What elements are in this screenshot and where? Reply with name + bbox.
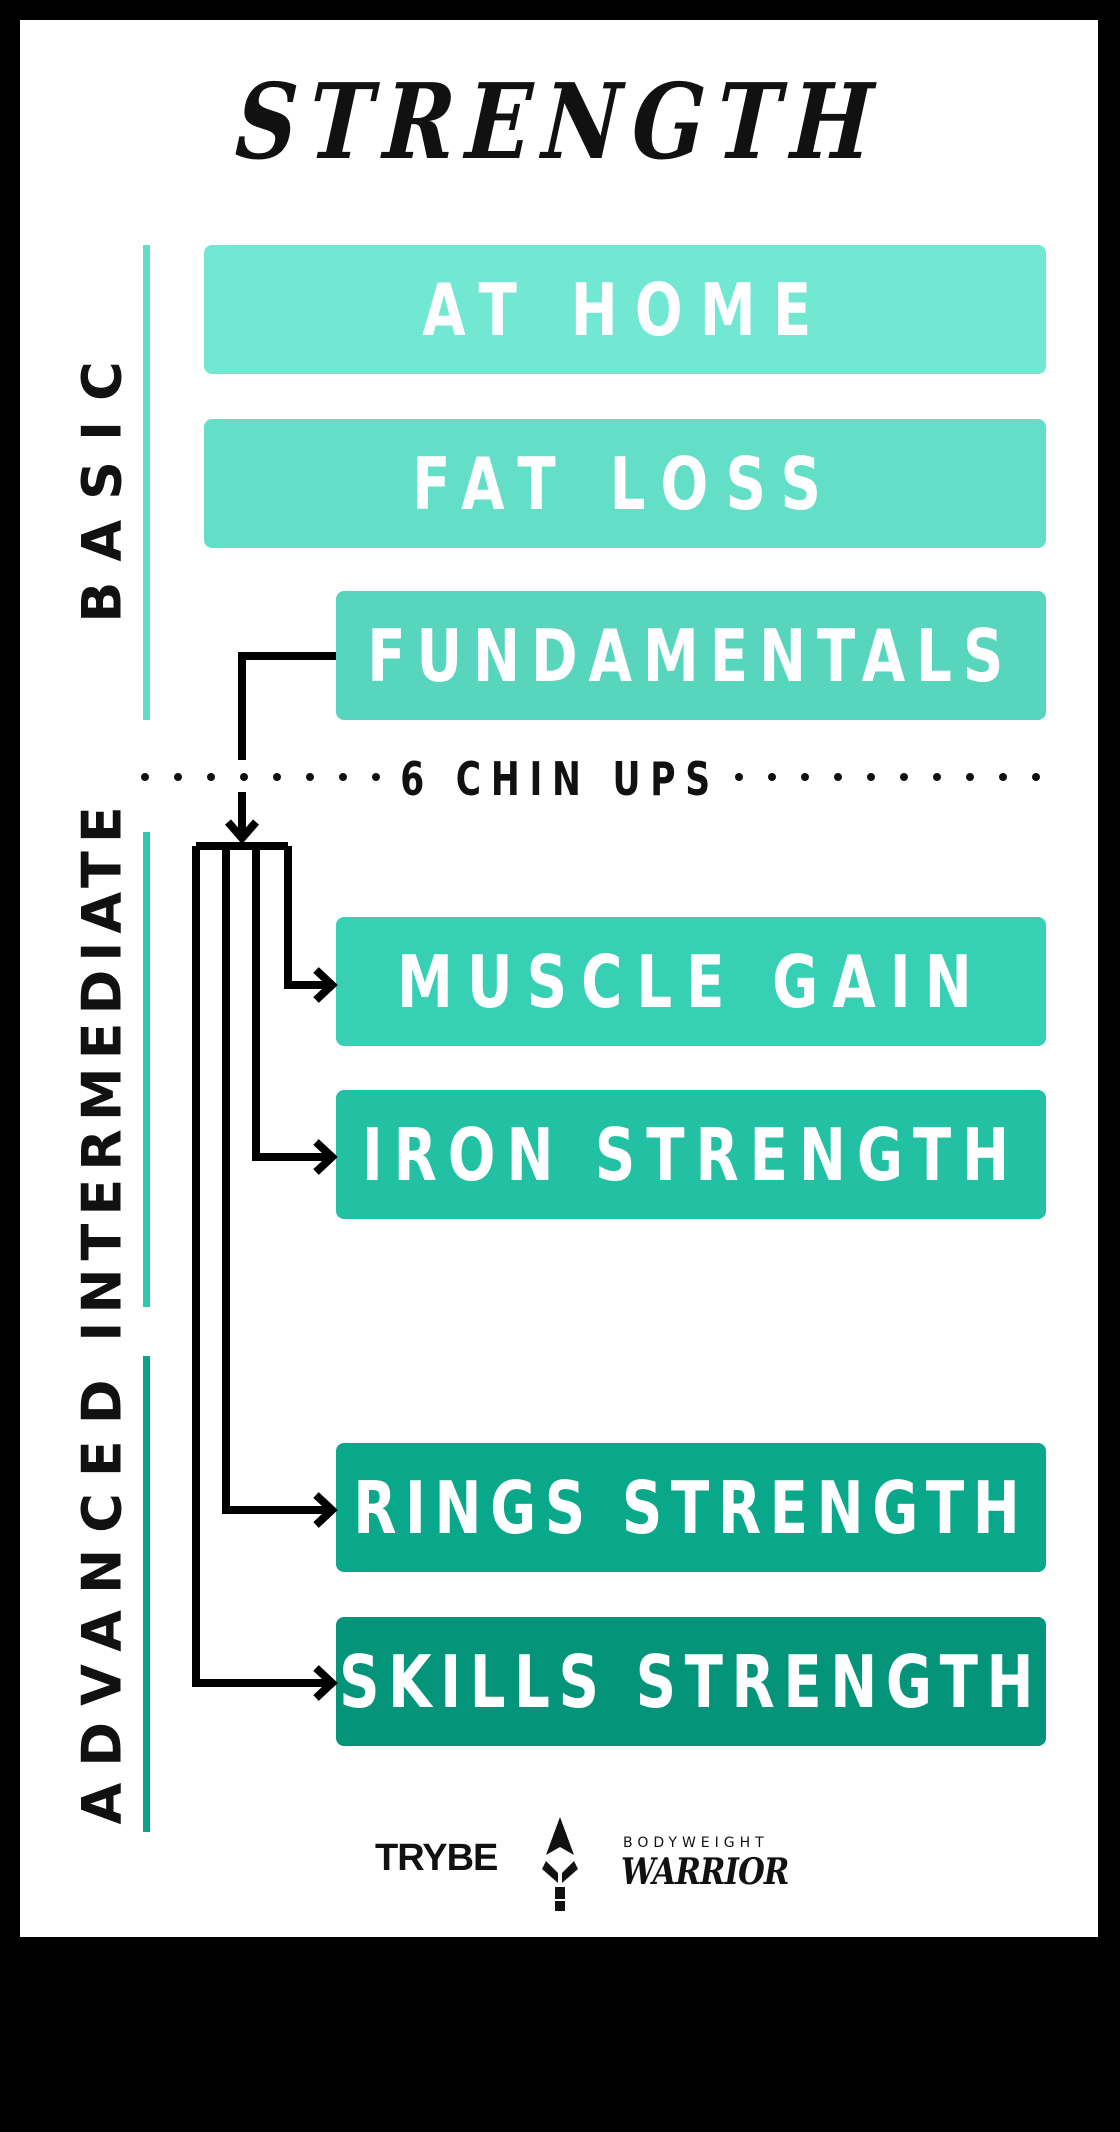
program-label: FAT LOSS xyxy=(411,441,839,526)
program-label: RINGS STRENGTH xyxy=(353,1465,1029,1550)
program-label: FUNDAMENTALS xyxy=(367,613,1015,698)
logo-footer: TRYBE BODYWEIGHT WARRIOR xyxy=(0,1815,1120,1915)
program-fat-loss[interactable]: FAT LOSS xyxy=(204,419,1046,548)
warrior-label: WARRIOR xyxy=(621,1851,789,1893)
program-muscle-gain[interactable]: MUSCLE GAIN xyxy=(336,917,1046,1046)
bodyweight-label: BODYWEIGHT xyxy=(623,1835,769,1851)
spearhead-icon xyxy=(542,1817,578,1911)
program-iron-strength[interactable]: IRON STRENGTH xyxy=(336,1090,1046,1219)
program-at-home[interactable]: AT HOME xyxy=(204,245,1046,374)
program-fundamentals[interactable]: FUNDAMENTALS xyxy=(336,591,1046,720)
threshold-dotted-line xyxy=(141,773,1059,781)
advanced-level-bar xyxy=(143,1356,150,1832)
basic-level-bar xyxy=(143,245,150,720)
trybe-logo: TRYBE xyxy=(375,1837,498,1879)
program-label: SKILLS STRENGTH xyxy=(339,1639,1043,1724)
intermediate-level-bar xyxy=(143,832,150,1307)
program-label: AT HOME xyxy=(421,267,829,352)
program-label: MUSCLE GAIN xyxy=(396,939,986,1024)
program-label: IRON STRENGTH xyxy=(361,1112,1021,1197)
threshold-label: 6 CHIN UPS xyxy=(395,752,725,806)
program-skills-strength[interactable]: SKILLS STRENGTH xyxy=(336,1617,1046,1746)
program-rings-strength[interactable]: RINGS STRENGTH xyxy=(336,1443,1046,1572)
